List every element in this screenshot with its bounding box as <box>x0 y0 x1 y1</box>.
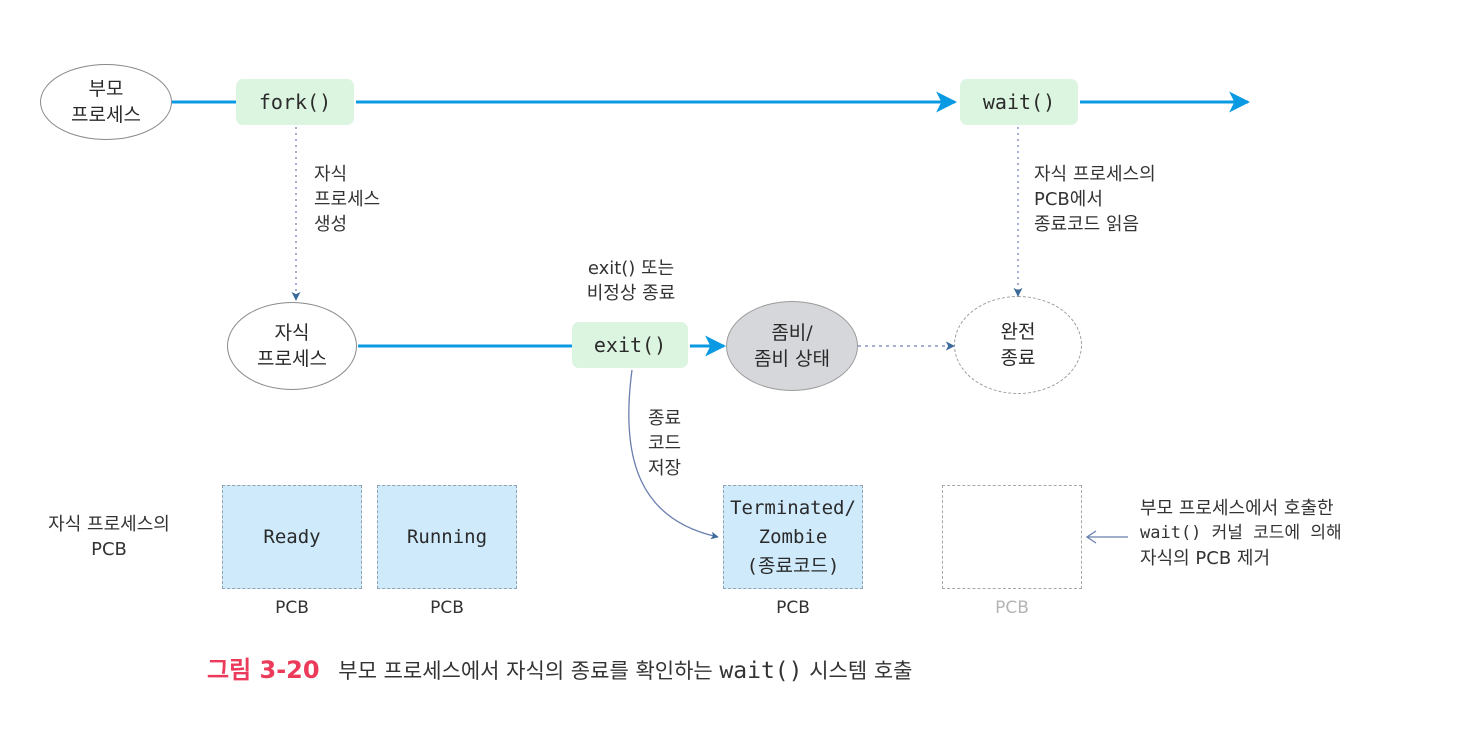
pcb-running-state: Running <box>406 526 488 548</box>
pcb-terminated-zombie: Terminated/ Zombie (종료코드) <box>723 485 863 589</box>
pcb-removed <box>942 485 1082 589</box>
terminated-line-1: 완전 <box>1000 321 1036 343</box>
pcb-ready: Ready <box>222 485 362 589</box>
pcb-terminated-state-line-3: (종료코드) <box>746 554 840 577</box>
save-exit-code-arrow <box>628 369 719 540</box>
pcb-running-caption: PCB <box>430 598 464 618</box>
save-exit-code-line-2: 코드 <box>648 433 682 454</box>
exit-or-abnormal-line-1: exit() 또는 <box>587 258 675 279</box>
zombie-line-2: 좀비 상태 <box>754 348 830 370</box>
read-exit-code-annotation: 자식 프로세스의 PCB에서 종료코드 읽음 <box>1034 162 1156 237</box>
pcb-row-label: 자식 프로세스의 PCB <box>34 512 184 562</box>
create-child-line-1: 자식 <box>314 164 348 185</box>
fork-call-box: fork() <box>236 79 354 125</box>
figure-number: 그림 3-20 <box>207 656 320 684</box>
read-exit-code-line-2: PCB에서 <box>1034 189 1103 210</box>
figure-caption: 그림 3-20 부모 프로세스에서 자식의 종료를 확인하는 wait() 시스… <box>207 650 912 685</box>
pcb-row-label-line-2: PCB <box>91 539 127 560</box>
zombie-line-1: 좀비/ <box>771 322 813 344</box>
pcb-ready-state: Ready <box>263 526 321 548</box>
pcb-terminated-state-line-1: Terminated/ <box>730 496 856 519</box>
save-exit-code-line-3: 저장 <box>648 458 682 479</box>
exit-call-box: exit() <box>572 322 688 368</box>
create-child-line-2: 프로세스 <box>314 189 381 210</box>
remove-pcb-arrowhead <box>1085 530 1097 544</box>
remove-pcb-line-2: wait() 커널 코드에 의해 <box>1140 523 1342 543</box>
create-child-annotation: 자식 프로세스 생성 <box>314 162 380 237</box>
caption-code: wait() <box>719 658 803 684</box>
save-exit-code-line-1: 종료 <box>648 408 682 429</box>
remove-pcb-annotation: 부모 프로세스에서 호출한 wait() 커널 코드에 의해 자식의 PCB 제… <box>1140 496 1342 571</box>
pcb-row-label-line-1: 자식 프로세스의 <box>48 514 170 535</box>
fully-terminated-node: 완전 종료 <box>954 296 1082 394</box>
remove-pcb-line-1: 부모 프로세스에서 호출한 <box>1140 498 1334 519</box>
pcb-terminated-caption: PCB <box>776 598 810 618</box>
remove-pcb-line-3: 자식의 PCB 제거 <box>1140 548 1271 569</box>
parent-process-line-2: 프로세스 <box>71 104 141 126</box>
pcb-removed-caption: PCB <box>995 598 1029 618</box>
exit-or-abnormal-line-2: 비정상 종료 <box>586 283 676 304</box>
read-exit-code-line-1: 자식 프로세스의 <box>1034 164 1156 185</box>
save-exit-code-annotation: 종료 코드 저장 <box>648 406 681 481</box>
pcb-running: Running <box>377 485 517 589</box>
parent-process-node: 부모 프로세스 <box>40 64 172 140</box>
caption-text-after: 시스템 호출 <box>809 659 913 683</box>
create-child-line-3: 생성 <box>314 214 348 235</box>
child-process-line-1: 자식 <box>274 322 310 344</box>
caption-text-before: 부모 프로세스에서 자식의 종료를 확인하는 <box>338 659 713 683</box>
zombie-state-node: 좀비/ 좀비 상태 <box>726 301 858 391</box>
read-exit-code-line-3: 종료코드 읽음 <box>1034 214 1140 235</box>
wait-call-box: wait() <box>960 79 1078 125</box>
child-process-line-2: 프로세스 <box>257 348 327 370</box>
child-process-node: 자식 프로세스 <box>227 302 357 390</box>
terminated-line-2: 종료 <box>1000 347 1036 369</box>
pcb-terminated-state-line-2: Zombie <box>758 525 828 548</box>
exit-or-abnormal-annotation: exit() 또는 비정상 종료 <box>570 256 692 306</box>
pcb-ready-caption: PCB <box>275 598 309 618</box>
parent-process-line-1: 부모 <box>88 78 124 100</box>
